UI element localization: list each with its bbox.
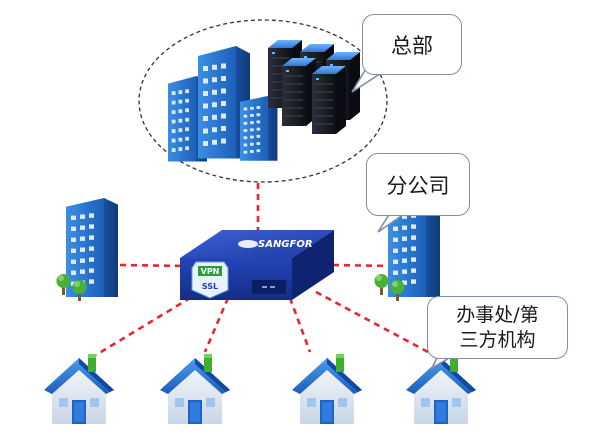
label-office-line2: 三方机构	[459, 328, 536, 351]
link-house-1	[95, 290, 201, 357]
house-icon	[292, 354, 362, 424]
callout-office: 办事处/第 三方机构	[427, 296, 568, 359]
office-building-icon	[66, 198, 118, 297]
link-branch-right	[332, 263, 391, 268]
house-icon	[44, 354, 114, 424]
tree-icon	[390, 280, 405, 301]
network-links	[95, 183, 429, 357]
tree-icon	[374, 274, 389, 295]
callout-branch: 分公司	[366, 153, 470, 216]
house-row	[44, 354, 476, 424]
device-brand-label: SANGFOR	[258, 239, 313, 250]
link-house-4	[315, 290, 429, 354]
link-house-2	[203, 297, 230, 353]
label-headquarters: 总部	[391, 33, 433, 58]
label-office-line1: 办事处/第	[456, 303, 539, 326]
headquarters-buildings	[168, 46, 278, 162]
label-branch: 分公司	[386, 173, 450, 198]
tree-icon	[72, 280, 87, 301]
link-house-3	[288, 297, 312, 353]
callout-headquarters: 总部	[362, 14, 462, 75]
device-badge-top: VPN	[201, 267, 220, 276]
headquarters-boundary	[138, 19, 388, 183]
house-icon	[406, 354, 476, 424]
link-branch-left	[119, 263, 185, 268]
server-rack-icon	[281, 57, 317, 127]
device-badge-bottom: SSL	[202, 282, 218, 291]
vpn-gateway-icon: SANGFOR VPN SSL	[180, 230, 334, 300]
headquarters-servers	[267, 39, 361, 135]
server-rack-icon	[311, 65, 347, 135]
device-port-panel	[252, 280, 286, 294]
house-icon	[160, 354, 230, 424]
branch-left	[56, 198, 118, 301]
